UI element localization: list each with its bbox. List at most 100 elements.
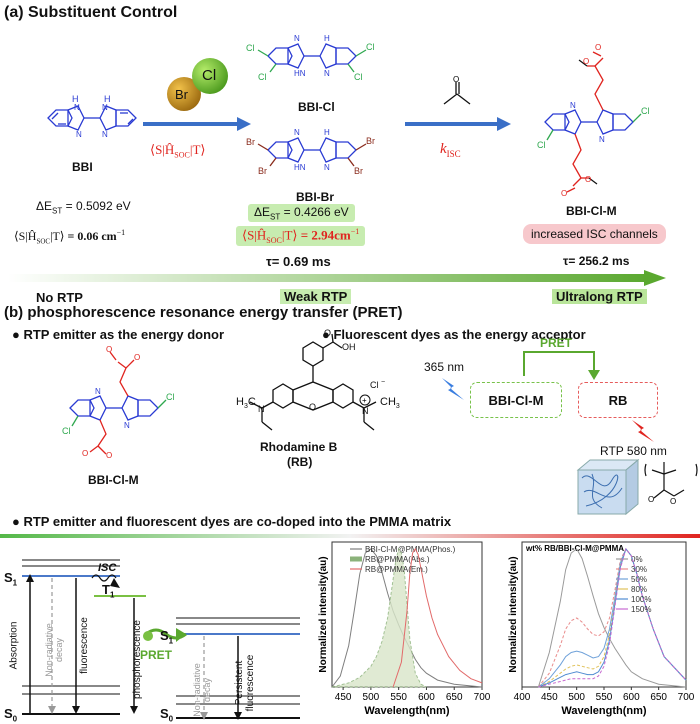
- svg-text:Br: Br: [246, 137, 255, 147]
- svg-text:N: N: [599, 135, 605, 144]
- svg-text:O: O: [134, 353, 140, 362]
- svg-text:Br: Br: [354, 166, 363, 176]
- tau-bbi-cl-m: τ= 256.2 ms: [563, 254, 630, 268]
- x-tick-label: 600: [418, 692, 435, 703]
- tau-bbi-br: τ= 0.69 ms: [266, 254, 331, 269]
- svg-text:Cl: Cl: [370, 380, 379, 390]
- s1-acceptor-label: S1: [160, 628, 174, 646]
- t1-label: T1: [102, 582, 115, 600]
- rtp-progress-arrow: [8, 270, 666, 286]
- x-tick-label: 450: [335, 692, 352, 703]
- x-tick-label: 700: [678, 692, 695, 703]
- persistent-label: Persistent fluorescence: [234, 654, 256, 712]
- series-line: [538, 547, 687, 688]
- svg-text:O: O: [324, 328, 331, 338]
- legend-label: 50%: [631, 575, 647, 584]
- bbi-molecule: H N H N N N: [47, 94, 137, 139]
- svg-text:Cl: Cl: [62, 426, 71, 436]
- s0-acceptor-label: S0: [160, 706, 174, 724]
- svg-text:O: O: [583, 57, 589, 66]
- x-tick-label: 400: [514, 692, 531, 703]
- svg-text:N: N: [324, 163, 330, 172]
- svg-text:N: N: [124, 421, 130, 430]
- dest-bbi-br: ΔEST = 0.4266 eV: [248, 204, 355, 223]
- svg-text:Cl: Cl: [166, 392, 175, 402]
- bullet-acceptor: ● Fluorescent dyes as the energy accepto…: [322, 327, 586, 342]
- s0-label: S0: [4, 706, 18, 724]
- svg-text:Br: Br: [366, 136, 375, 146]
- svg-text:Cl: Cl: [537, 140, 546, 150]
- series-line: [537, 548, 687, 688]
- acetone-icon: O: [443, 75, 471, 105]
- svg-text:Br: Br: [258, 166, 267, 176]
- pret-jab-label: PRET: [140, 648, 173, 662]
- svg-text:O: O: [82, 449, 88, 458]
- absorption-label: Absorption: [8, 621, 20, 670]
- x-axis-label: Wavelength(nm): [561, 705, 646, 717]
- svg-text:O: O: [453, 75, 459, 84]
- reagent-br-label: Br: [175, 87, 188, 102]
- svg-text:N: N: [76, 130, 82, 139]
- svg-text:N: N: [102, 103, 108, 112]
- soc-label-1: ⟨S|ĤSOC|T⟩: [150, 142, 206, 160]
- svg-text:O: O: [309, 402, 316, 412]
- svg-text:O: O: [670, 497, 676, 506]
- x-tick-label: 450: [541, 692, 558, 703]
- svg-text:Cl: Cl: [246, 43, 255, 53]
- fluorescence-label: fluorescence: [78, 617, 90, 674]
- soc-bbi: ⟨S|ĤSOC|T⟩ = 0.06 cm−1: [14, 228, 126, 246]
- x-tick-label: 650: [650, 692, 667, 703]
- kisc-label: kISC: [440, 141, 461, 159]
- bbi-br-label: BBI-Br: [296, 190, 334, 204]
- svg-text:H: H: [72, 94, 79, 104]
- pret-box-label: PRET: [540, 336, 573, 350]
- chart-title: wt% RB/BBI-Cl-M@PMMA: [525, 544, 624, 553]
- x-axis-label: Wavelength(nm): [364, 705, 449, 717]
- svg-text:N: N: [74, 103, 80, 112]
- ultralong-rtp-label: Ultralong RTP: [552, 289, 647, 304]
- svg-text:O: O: [595, 43, 601, 52]
- legend-label: RB@PMMA(Em.): [365, 565, 428, 574]
- s1-label: S1: [4, 570, 18, 588]
- y-axis-label: Normalized intensity(au): [318, 556, 329, 672]
- x-tick-label: 550: [390, 692, 407, 703]
- svg-text:Cl: Cl: [258, 72, 267, 82]
- rhodamine-label: Rhodamine B: [260, 440, 338, 454]
- rb-ch3-label: CH3: [380, 396, 400, 411]
- pret-donor-box: BBI-Cl-M: [470, 382, 562, 418]
- bbi-cl-m-label: BBI-Cl-M: [566, 204, 617, 218]
- rtp-lightning-icon: [632, 420, 654, 442]
- arrow-1: [143, 117, 251, 131]
- svg-text:H: H: [324, 128, 330, 137]
- svg-text:O: O: [648, 495, 654, 504]
- svg-text:O: O: [585, 175, 591, 184]
- svg-text:Cl: Cl: [641, 106, 650, 116]
- svg-text:H: H: [104, 94, 111, 104]
- legend-label: 80%: [631, 585, 647, 594]
- svg-text:N: N: [324, 69, 330, 78]
- no-rtp-label: No RTP: [36, 290, 83, 305]
- part-a-header: (a) Substituent Control: [4, 4, 178, 21]
- svg-text:Cl: Cl: [354, 72, 363, 82]
- svg-text:OH: OH: [342, 342, 356, 352]
- rb-h3c-label: H3C: [236, 396, 256, 411]
- svg-text:N: N: [294, 34, 300, 43]
- svg-text:N: N: [294, 128, 300, 137]
- 365nm-label: 365 nm: [424, 360, 465, 374]
- nonrad-label-2: Non-radiative decay: [192, 663, 212, 717]
- reagent-cl-label: Cl: [202, 67, 217, 84]
- uv-lightning-icon: [442, 378, 464, 400]
- isc-badge: increased ISC channels: [523, 224, 666, 244]
- pret-arrow: [523, 351, 600, 380]
- weak-rtp-label: Weak RTP: [280, 289, 352, 304]
- reagent-brcl-icon: [167, 58, 228, 111]
- x-tick-label: 500: [363, 692, 380, 703]
- x-tick-label: 600: [623, 692, 640, 703]
- isc-jab-label: ISC: [98, 562, 117, 574]
